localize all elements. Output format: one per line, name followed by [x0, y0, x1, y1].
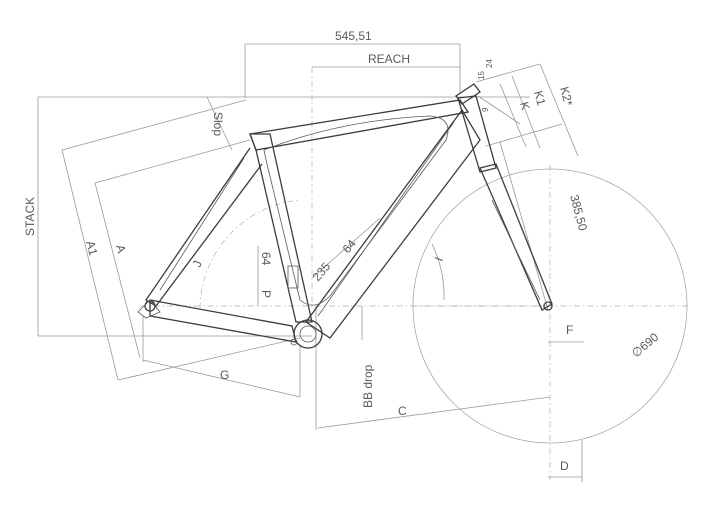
label-slop: Slop — [211, 112, 225, 136]
label-c: C — [398, 404, 407, 418]
dim-fork-top-ext — [485, 123, 563, 147]
front-dropout — [543, 301, 553, 311]
label-a1: A1 — [83, 239, 100, 257]
label-a: A — [113, 243, 129, 254]
dim-k2-top — [475, 63, 541, 83]
label-fork-length: 385,50 — [567, 193, 590, 232]
dim-i-arc — [431, 243, 445, 301]
dim-slop-line — [206, 96, 233, 151]
rear-wheel-arc — [199, 199, 301, 309]
fork — [479, 163, 553, 311]
down-tube — [305, 108, 481, 339]
dim-g-line — [142, 359, 301, 398]
dim-fork-line — [499, 141, 549, 311]
label-g: G — [220, 368, 229, 382]
dim-c-line — [317, 396, 551, 429]
stem-spacer — [455, 83, 481, 105]
label-bbdrop: BB drop — [361, 364, 375, 408]
label-15: 15 — [477, 71, 486, 80]
dim-k1-line — [511, 75, 541, 149]
cable-port-detail — [287, 265, 299, 289]
label-f: F — [566, 323, 573, 337]
label-stack: STACK — [23, 197, 37, 236]
label-d: D — [560, 459, 569, 473]
label-k: K — [517, 100, 533, 111]
seat-stay — [145, 147, 263, 307]
bottom-bracket-inner — [299, 325, 317, 343]
dim-a-top — [94, 139, 251, 184]
inner-frame-outline — [263, 115, 449, 306]
label-k1: K1 — [531, 89, 548, 107]
seat-stay-inner — [159, 157, 245, 291]
dim-k-small — [477, 95, 521, 125]
label-reach: REACH — [368, 52, 410, 66]
dim-a1-bottom — [117, 337, 301, 381]
label-p: P — [259, 290, 273, 298]
dim-235-line — [311, 217, 381, 279]
dim-a1-line — [61, 149, 119, 381]
bottom-bracket-shell — [293, 319, 323, 349]
label-j: J — [190, 259, 205, 269]
down-tube-inner — [317, 121, 455, 317]
seat-tube — [249, 133, 313, 323]
dim-a-line — [94, 182, 141, 359]
label-235: 235 — [310, 259, 334, 284]
rear-dropout-plate — [137, 299, 161, 319]
label-k2: K2* — [557, 85, 576, 108]
label-reach-value: 545,51 — [335, 29, 372, 43]
label-i: I — [432, 255, 446, 263]
label-64a: 64 — [259, 252, 273, 266]
fork-inner — [491, 199, 541, 301]
head-tube — [457, 95, 497, 173]
label-wheel-diameter: ∅690 — [629, 330, 662, 361]
label-24: 24 — [485, 59, 494, 68]
bottom-bracket-bolt — [290, 338, 298, 346]
dim-a1-top — [61, 99, 247, 151]
top-tube — [249, 99, 470, 151]
dim-k-line — [499, 83, 527, 148]
dim-k2-line — [539, 63, 579, 157]
label-9: 9 — [481, 107, 490, 112]
